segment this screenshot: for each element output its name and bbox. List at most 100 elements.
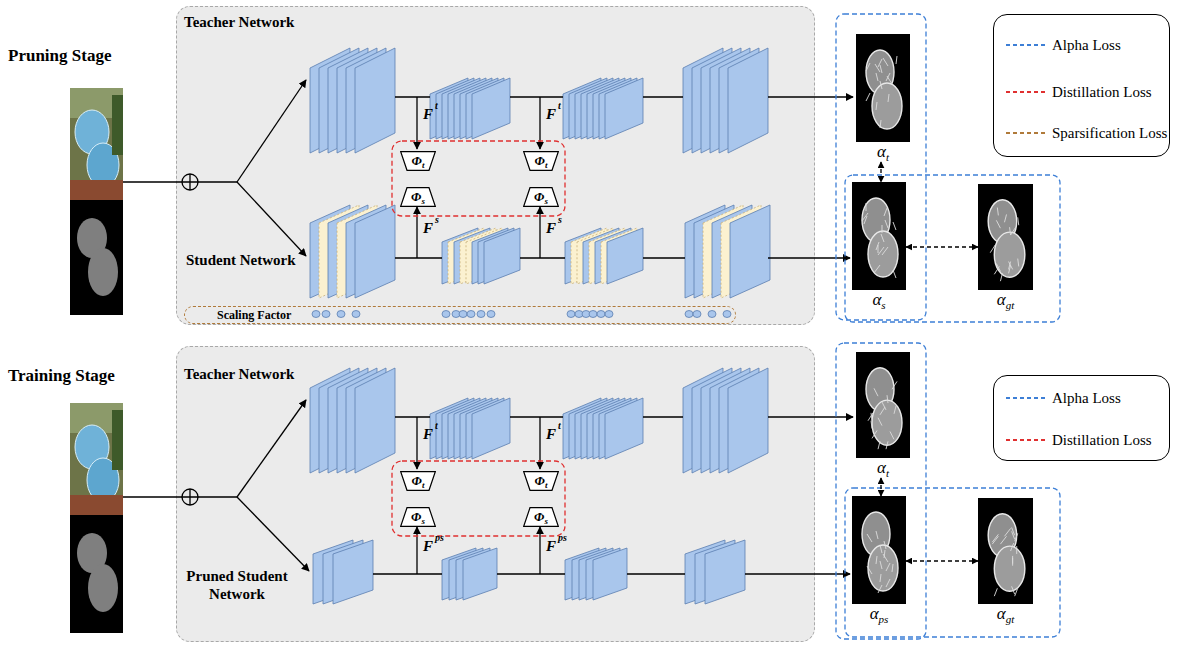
legend-sample (1006, 130, 1046, 136)
matte-detail (880, 574, 881, 582)
matte-detail (882, 225, 883, 233)
loss-connector (906, 246, 978, 247)
matte-detail (880, 561, 882, 569)
alpha-loss-region (845, 175, 1060, 322)
matte-region (872, 400, 902, 445)
matte-detail (890, 432, 894, 440)
matte-detail (1004, 214, 1006, 222)
module-label: Φs (400, 187, 436, 207)
alpha-subscript: s (881, 299, 885, 311)
feature-label: F (546, 425, 556, 443)
connector-module: Φt (523, 471, 559, 491)
image-region (112, 95, 123, 155)
module-label: Φt (400, 471, 436, 491)
matte-detail (874, 388, 878, 396)
trimap-region (88, 564, 118, 612)
image-region (70, 180, 123, 200)
module-label: Φt (523, 471, 559, 491)
feature-label: F (423, 105, 433, 123)
matte-region (868, 231, 898, 277)
legend-line (1006, 132, 1046, 134)
matte-detail (876, 242, 879, 250)
alpha-label: αps (852, 604, 906, 624)
trapezoid-shape (401, 188, 436, 207)
network-label: Teacher Network (184, 13, 294, 31)
matte-detail (1009, 265, 1011, 273)
module-label: Φt (400, 151, 436, 171)
feature-label: F (423, 537, 433, 555)
trapezoid-shape (524, 508, 559, 527)
matte-detail (896, 56, 897, 64)
legend-text: Distillation Loss (1052, 431, 1152, 449)
matte-detail (893, 222, 896, 230)
matte-image (852, 496, 906, 604)
matte-region (872, 83, 902, 129)
legend-text: Distillation Loss (1052, 83, 1152, 101)
matte-detail (997, 208, 998, 216)
module-symbol: Φ (535, 473, 545, 488)
matte-detail (886, 563, 890, 571)
module-subscript: s (544, 516, 548, 526)
connector-module: Φs (523, 507, 559, 527)
module-symbol: Φ (535, 153, 545, 168)
matte-detail (878, 418, 882, 426)
matte-detail (866, 203, 867, 211)
matte-detail (887, 395, 888, 403)
trapezoid-shape (524, 472, 559, 491)
module-symbol: Φ (412, 473, 422, 488)
matte-detail (1000, 536, 1006, 544)
matte-region (994, 546, 1025, 591)
legend-line (1006, 397, 1046, 399)
rgb-image (70, 88, 123, 200)
stage-title: Pruning Stage (8, 46, 111, 66)
module-label: Φs (523, 187, 559, 207)
network-label: Teacher Network (184, 365, 294, 383)
trapezoid-shape (401, 508, 436, 527)
module-symbol: Φ (534, 189, 544, 204)
module-subscript: t (422, 160, 425, 170)
feature-superscript: ps (558, 532, 567, 544)
alpha-matte: αgt (978, 498, 1033, 624)
feature-superscript: t (558, 100, 561, 112)
stage-panel: Teacher NetworkPruned Student NetworkΦtΦ… (176, 346, 815, 642)
matte-detail (990, 245, 995, 253)
matte-detail (886, 441, 888, 449)
connector-module: Φs (400, 507, 436, 527)
matte-detail (880, 120, 881, 128)
matte-detail (892, 381, 897, 389)
module-label: Φs (523, 507, 559, 527)
matte-detail (871, 413, 872, 421)
matte-detail (876, 73, 878, 81)
matte-detail (880, 545, 882, 553)
matte-detail (884, 208, 887, 216)
matte-detail (1000, 273, 1002, 281)
network-label: Student Network (186, 251, 296, 269)
matte-detail (872, 431, 877, 439)
alpha-matte: αs (852, 182, 906, 310)
feature-superscript: t (435, 420, 438, 432)
input-image (70, 403, 123, 633)
feature-superscript: ps (435, 532, 444, 544)
alpha-matte: αt (856, 352, 910, 478)
alpha-label: αgt (978, 290, 1033, 310)
matte-detail (992, 534, 998, 542)
matte-detail (878, 247, 884, 255)
module-symbol: Φ (411, 189, 421, 204)
connector-module: Φs (523, 187, 559, 207)
matte-region (994, 232, 1025, 277)
matte-detail (892, 564, 893, 572)
alpha-loss-region (836, 343, 926, 639)
matte-image (852, 182, 906, 290)
matte-detail (876, 102, 877, 110)
feature-superscript: s (558, 214, 562, 226)
matte-detail (878, 441, 880, 449)
alpha-subscript: gt (1006, 613, 1015, 625)
matte-detail (876, 531, 878, 539)
legend-sample (1006, 395, 1046, 401)
image-region (75, 425, 109, 469)
module-symbol: Φ (411, 509, 421, 524)
matte-detail (1012, 586, 1015, 594)
matte-detail (1018, 259, 1019, 267)
stage-panel: Teacher NetworkStudent NetworkΦtΦtΦsΦsSc… (176, 6, 815, 325)
